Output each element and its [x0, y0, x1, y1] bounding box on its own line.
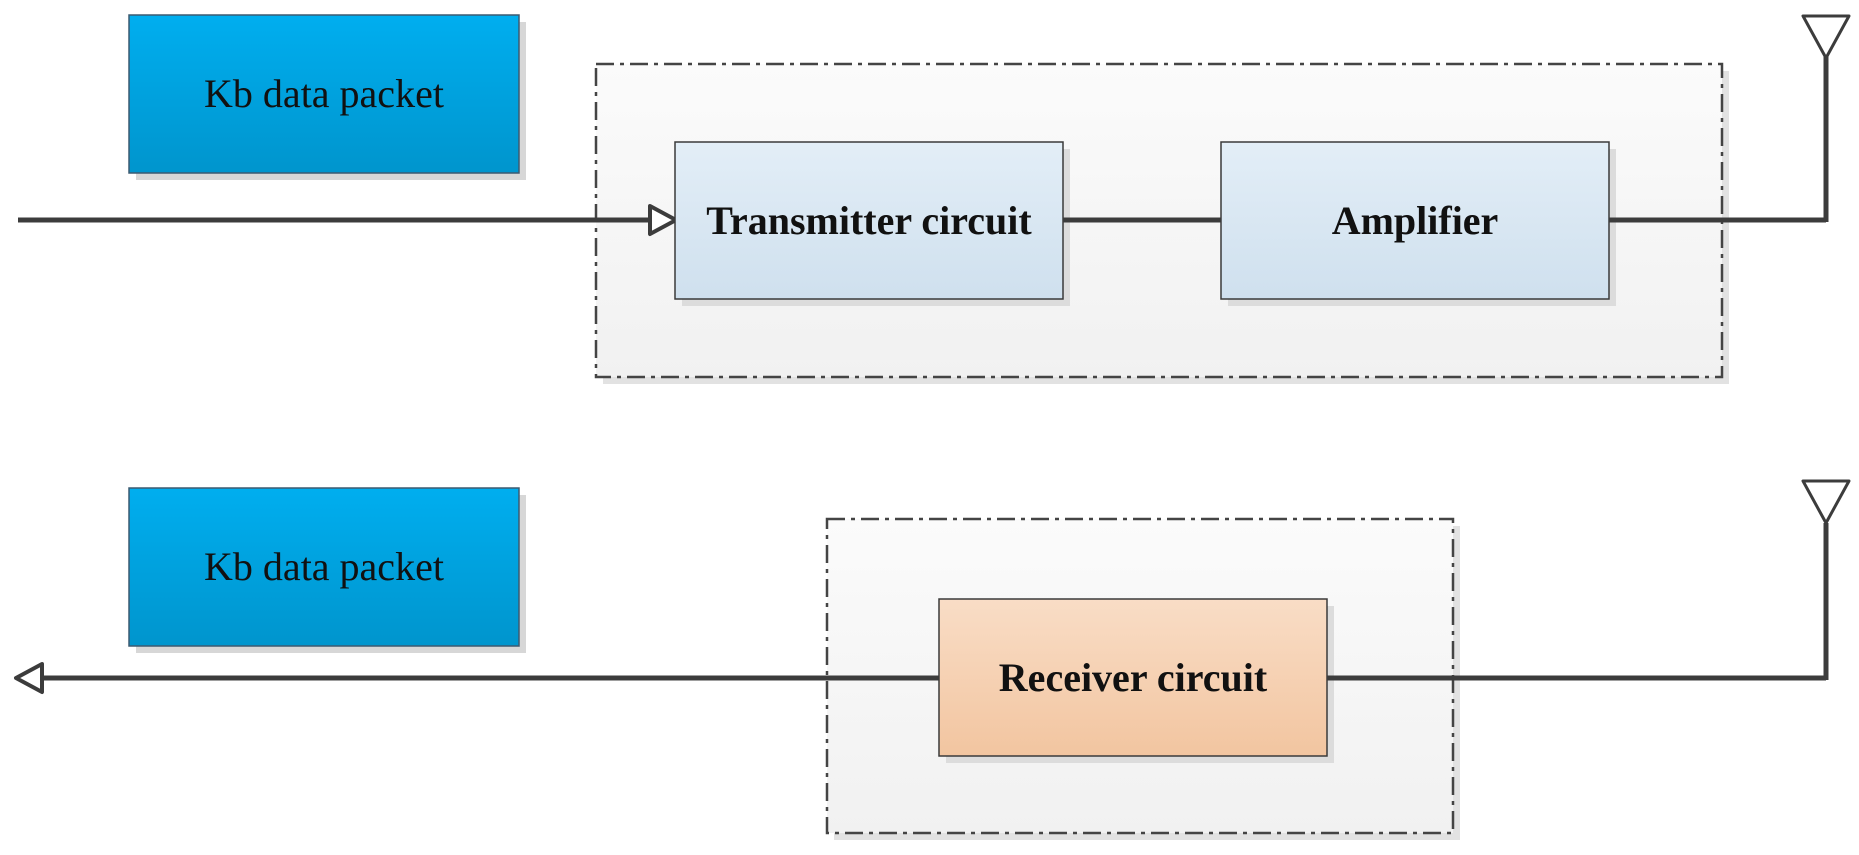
tx-data-packet-block: Kb data packet — [128, 14, 526, 180]
tx-antenna-icon — [1801, 14, 1851, 60]
amplifier-block: Amplifier — [1220, 141, 1616, 306]
tx-input-arrow — [18, 204, 678, 236]
amplifier-label: Amplifier — [1332, 198, 1499, 243]
tx-data-packet-label: Kb data packet — [204, 71, 444, 116]
receiver-circuit-block: Receiver circuit — [938, 598, 1334, 763]
rx-antenna-line — [1327, 523, 1829, 681]
receiver-circuit-label: Receiver circuit — [999, 655, 1268, 700]
rx-data-packet-label: Kb data packet — [204, 544, 444, 589]
tx-antenna-line — [1609, 56, 1829, 223]
transmitter-circuit-label: Transmitter circuit — [706, 198, 1032, 243]
rx-data-packet-block: Kb data packet — [128, 487, 526, 653]
transmitter-circuit-block: Transmitter circuit — [674, 141, 1070, 306]
rx-antenna-icon — [1801, 479, 1851, 525]
rx-output-arrow — [14, 662, 939, 694]
